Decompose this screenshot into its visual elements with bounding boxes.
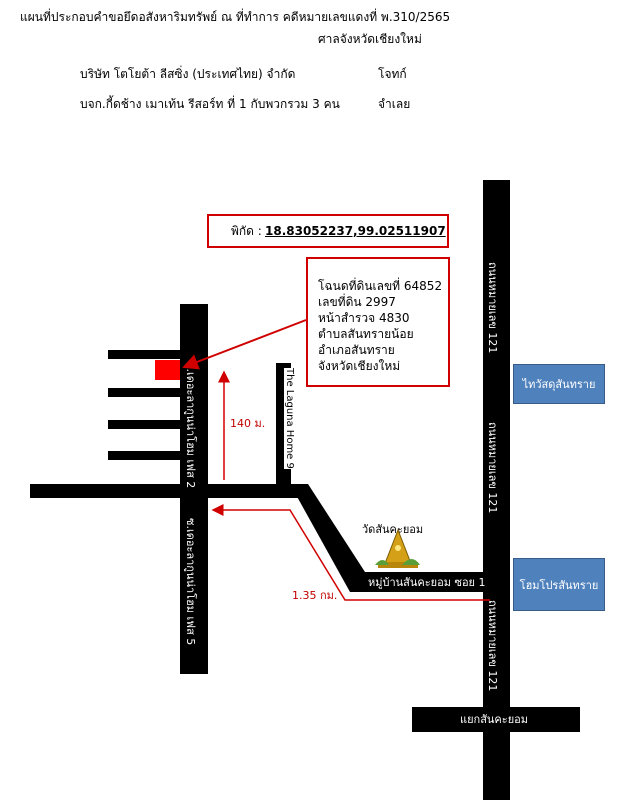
property-info-box: โฉนดที่ดินเลขที่ 64852 เลขที่ดิน 2997 หน… — [306, 257, 450, 387]
main-east-west-road — [30, 484, 300, 498]
side-lane-2 — [108, 388, 183, 397]
side-lane-3 — [108, 420, 183, 429]
defendant-name: บจก.กี้ดช้าง เมาเท้น รีสอร์ท ที่ 1 กับพว… — [80, 97, 340, 111]
coordinates-label: พิกัด : — [231, 224, 262, 238]
property-plot-marker — [155, 360, 180, 380]
temple-icon — [375, 528, 420, 568]
court-name: ศาลจังหวัดเชียงใหม่ — [318, 32, 422, 46]
plaintiff-role: โจทก์ — [378, 67, 407, 81]
property-province: จังหวัดเชียงใหม่ — [318, 359, 401, 373]
temple-label: วัดสันคะยอม — [362, 523, 424, 536]
property-pointer-arrow — [182, 319, 307, 370]
highway-121-road — [483, 180, 510, 800]
thaiwatsadu-label: ไทวัสดุสันทราย — [522, 378, 596, 391]
property-district: อำเภอสันทราย — [318, 343, 395, 357]
defendant-role: จำเลย — [378, 97, 411, 111]
property-deed: โฉนดที่ดินเลขที่ 64852 — [318, 279, 443, 293]
distance-135km-label: 1.35 กม. — [292, 589, 338, 602]
junction-road — [412, 707, 580, 732]
coordinates-value: 18.83052237,99.02511907 — [265, 224, 446, 238]
junction-label: แยกสันคะยอม — [460, 713, 528, 726]
thaiwatsadu-store: ไทวัสดุสันทราย — [513, 364, 605, 404]
village-soi-label: หมู่บ้านสันคะยอม ซอย 1 — [368, 576, 486, 589]
diagonal-road — [290, 484, 365, 592]
property-survey-page: หน้าสำรวจ 4830 — [318, 311, 410, 325]
distance-135km-arrow — [211, 504, 490, 601]
side-lane-4 — [108, 451, 183, 460]
village-soi-road — [350, 572, 490, 592]
coordinates-box: พิกัด : 18.83052237,99.02511907 — [207, 214, 449, 248]
plaintiff-name: บริษัท โตโยต้า ลีสซิ่ง (ประเทศไทย) จำกัด — [80, 67, 296, 81]
map-title: แผนที่ประกอบคำขอยึดอสังหาริมทรัพย์ ณ ที่… — [20, 10, 451, 24]
distance-140m-label: 140 ม. — [230, 417, 266, 430]
property-subdistrict: ตำบลสันทรายน้อย — [318, 327, 414, 341]
homepro-label: โฮมโปรสันทราย — [519, 578, 599, 592]
side-lane-1 — [108, 350, 183, 359]
homepro-store: โฮมโปรสันทราย — [513, 558, 605, 611]
property-land-no: เลขที่ดิน 2997 — [318, 295, 396, 309]
